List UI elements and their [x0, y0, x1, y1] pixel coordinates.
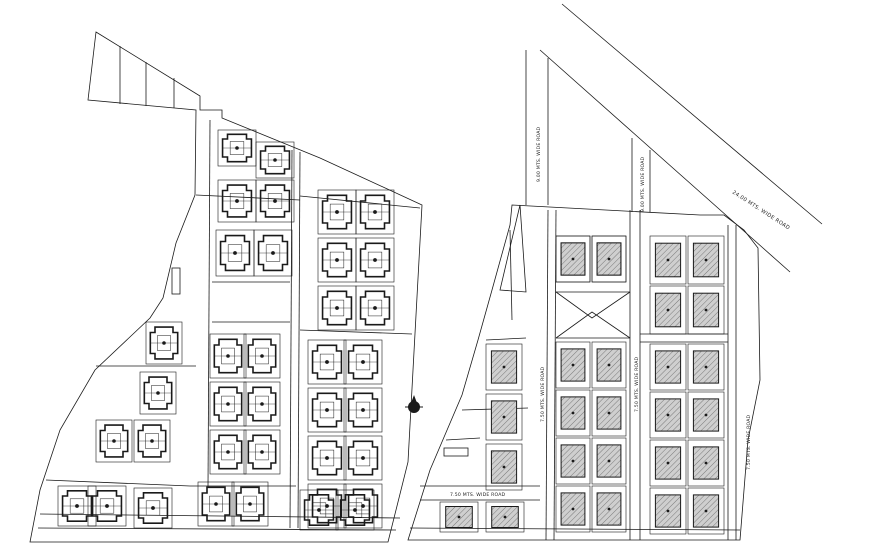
hatched-plot	[687, 343, 725, 391]
mid-road-left-label: 7.50 MTS. WIDE ROAD	[540, 366, 546, 422]
hatched-plot	[485, 443, 523, 491]
house-block	[243, 333, 281, 379]
right-site-boundary	[407, 204, 761, 541]
hatched-plot	[591, 235, 627, 283]
hatched-plot	[555, 235, 591, 283]
hatched-plot	[555, 389, 591, 437]
house-block	[209, 381, 247, 427]
hatched-plot	[485, 393, 523, 441]
hatched-plot	[555, 437, 591, 485]
house-block	[217, 179, 257, 223]
hatched-plot	[649, 391, 687, 439]
hatched-plot	[591, 437, 627, 485]
house-block	[317, 285, 357, 331]
north-arrow-icon	[405, 395, 423, 413]
hatched-plot	[485, 501, 525, 533]
hatched-plot	[687, 285, 725, 335]
hatched-plot	[649, 343, 687, 391]
hatched-plot	[649, 285, 687, 335]
hatched-plot	[439, 501, 479, 533]
house-block	[307, 387, 347, 433]
house-block	[317, 189, 357, 235]
main-road-label: 24.00 MTS. WIDE ROAD	[731, 190, 791, 232]
hatched-plot	[687, 487, 725, 535]
house-block	[307, 339, 347, 385]
house-block	[209, 333, 247, 379]
hatched-plot	[591, 389, 627, 437]
hatched-plot	[555, 341, 591, 389]
hatched-plot	[649, 235, 687, 285]
right-house-blocks	[439, 235, 725, 535]
house-block	[87, 485, 127, 527]
house-block	[145, 321, 183, 365]
house-block	[343, 387, 383, 433]
hatched-plot	[485, 343, 523, 391]
mid-road-right-label: 7.50 MTS. WIDE ROAD	[746, 414, 752, 470]
house-block	[133, 419, 171, 463]
hatched-plot	[687, 439, 725, 487]
house-block	[243, 381, 281, 427]
house-block	[335, 489, 375, 531]
house-block	[57, 485, 97, 527]
house-block	[307, 435, 347, 481]
house-block	[317, 237, 357, 283]
left-house-blocks	[57, 129, 395, 531]
bottom-road-label: 7.50 MTS. WIDE ROAD	[450, 492, 506, 498]
house-block	[139, 371, 177, 415]
utility-block	[171, 267, 181, 295]
house-block	[343, 339, 383, 385]
hatched-plot	[649, 487, 687, 535]
utility-block	[443, 447, 469, 457]
hatched-plot	[649, 439, 687, 487]
house-block	[355, 237, 395, 283]
house-block	[255, 141, 295, 179]
house-block	[355, 285, 395, 331]
hatched-plot	[555, 485, 591, 533]
house-block	[343, 435, 383, 481]
house-block	[133, 487, 173, 529]
hatched-plot	[591, 341, 627, 389]
house-block	[197, 481, 235, 527]
house-block	[355, 189, 395, 235]
top-road-left-label: 9.00 MTS. WIDE ROAD	[536, 126, 542, 182]
house-block	[299, 489, 339, 531]
left-site-boundary	[29, 31, 423, 543]
house-block	[215, 229, 255, 277]
hatched-plot	[591, 485, 627, 533]
house-block	[231, 481, 269, 527]
left-site	[29, 31, 423, 543]
house-block	[255, 179, 295, 223]
house-block	[343, 483, 383, 529]
house-block	[95, 419, 133, 463]
house-block	[209, 429, 247, 475]
hatched-plot	[687, 391, 725, 439]
house-block	[253, 229, 293, 277]
house-block	[243, 429, 281, 475]
house-block	[217, 129, 257, 167]
mid-road-center-label: 7.50 MTS. WIDE ROAD	[634, 356, 640, 412]
top-road-mid-label: 9.00 MTS. WIDE ROAD	[640, 156, 646, 212]
hatched-plot	[687, 235, 725, 285]
